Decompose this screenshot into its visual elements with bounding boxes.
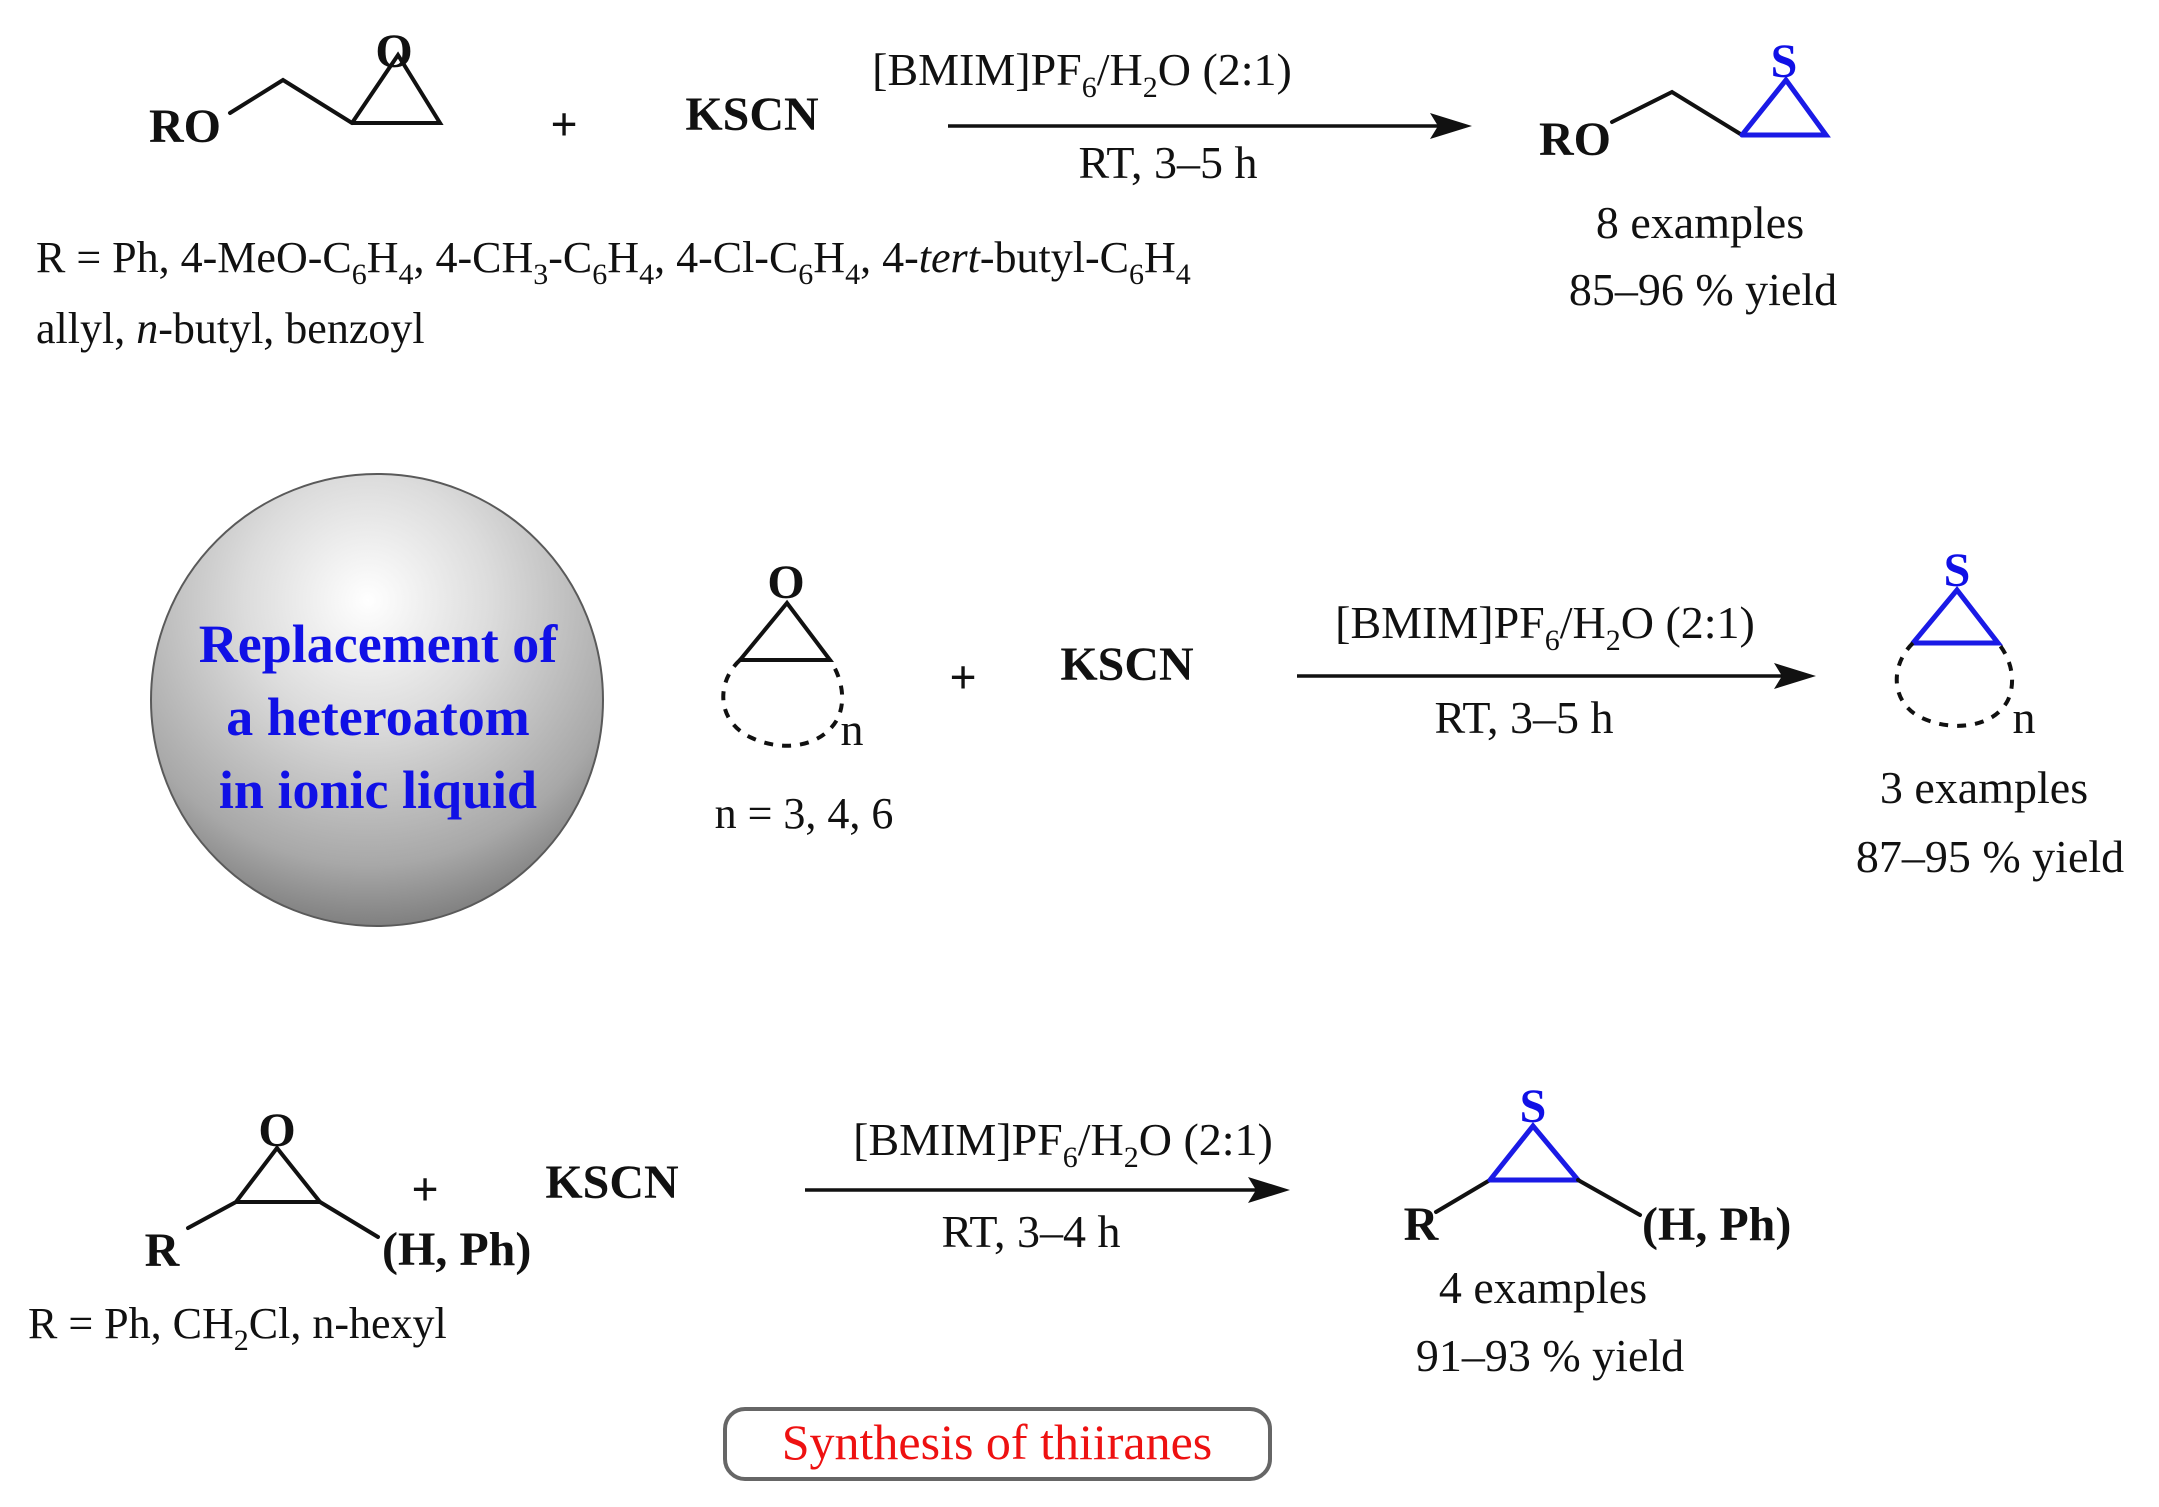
reagent-kscn: KSCN — [1060, 638, 1194, 691]
reaction-conditions-solvent: [BMIM]PF6/H2O (2:1) — [853, 1114, 1273, 1174]
h-or-ph-substituent-label: (H, Ph) — [1642, 1198, 1791, 1251]
reaction-2-substrate: O n — [721, 556, 864, 755]
oxygen-atom-label: O — [258, 1104, 295, 1157]
sphere-text-line-3: in ionic liquid — [219, 760, 537, 820]
sulfur-atom-label: S — [1771, 35, 1798, 88]
reagent-kscn: KSCN — [685, 88, 819, 141]
sulfur-atom-label: S — [1520, 1080, 1547, 1133]
example-count: 8 examples — [1596, 197, 1804, 248]
r-group-label: R — [1404, 1198, 1440, 1251]
sphere-text-line-1: Replacement of — [199, 614, 558, 674]
reaction-1-substrate: O RO — [149, 25, 444, 153]
reaction-arrow — [805, 1177, 1290, 1203]
reagent-kscn: KSCN — [545, 1156, 679, 1209]
reaction-conditions-time: RT, 3–5 h — [1434, 692, 1613, 743]
ring-size-definition: n = 3, 4, 6 — [715, 789, 894, 838]
reaction-arrow — [948, 113, 1472, 139]
ro-group-label: RO — [1539, 113, 1611, 166]
reaction-3: O R (H, Ph) R = Ph, CH2Cl, n-hexyl + KSC… — [28, 1080, 1791, 1381]
sphere-text-line-2: a heteroatom — [226, 687, 529, 747]
reaction-1: O RO + KSCN [BMIM]PF6/H2O (2:1) RT, 3–5 … — [36, 25, 1837, 353]
reaction-2: O n n = 3, 4, 6 + KSCN [BMIM]PF6/H2O (2:… — [715, 544, 2125, 882]
ring-size-n-label: n — [2013, 692, 2036, 743]
reaction-3-substrate: O R (H, Ph) — [145, 1104, 532, 1277]
reaction-conditions-time: RT, 3–4 h — [941, 1206, 1120, 1257]
title-badge-label: Synthesis of thiiranes — [782, 1414, 1213, 1470]
oxygen-atom-label: O — [375, 25, 412, 78]
reaction-3-product: S R (H, Ph) — [1404, 1080, 1792, 1251]
reaction-conditions-time: RT, 3–5 h — [1078, 137, 1257, 188]
yield-range: 91–93 % yield — [1416, 1330, 1684, 1381]
reaction-arrow — [1297, 663, 1816, 689]
reaction-conditions-solvent: [BMIM]PF6/H2O (2:1) — [872, 44, 1292, 104]
yield-range: 85–96 % yield — [1569, 264, 1837, 315]
reaction-conditions-solvent: [BMIM]PF6/H2O (2:1) — [1335, 597, 1755, 657]
sphere-graphic — [150, 473, 604, 927]
plus-sign: + — [550, 98, 577, 151]
r-group-definition-continued: allyl, n-butyl, benzoyl — [36, 304, 425, 353]
h-or-ph-substituent-label: (H, Ph) — [382, 1223, 531, 1276]
r-group-definition: R = Ph, CH2Cl, n-hexyl — [28, 1299, 447, 1357]
yield-range: 87–95 % yield — [1856, 831, 2124, 882]
example-count: 3 examples — [1880, 762, 2088, 813]
example-count: 4 examples — [1439, 1262, 1647, 1313]
plus-sign: + — [949, 651, 976, 704]
theme-sphere: Replacement of a heteroatom in ionic liq… — [150, 473, 604, 927]
r-group-label: R — [145, 1224, 181, 1277]
ro-group-label: RO — [149, 100, 221, 153]
r-group-definition: R = Ph, 4-MeO-C6H4, 4-CH3-C6H4, 4-Cl-C6H… — [36, 233, 1191, 291]
reaction-2-product: S n — [1894, 544, 2036, 743]
oxygen-atom-label: O — [767, 556, 804, 609]
title-badge: Synthesis of thiiranes — [723, 1407, 1272, 1481]
plus-sign: + — [411, 1163, 438, 1216]
sulfur-atom-label: S — [1944, 544, 1971, 597]
reaction-1-product: S RO — [1539, 35, 1831, 166]
ring-size-n-label: n — [841, 704, 864, 755]
